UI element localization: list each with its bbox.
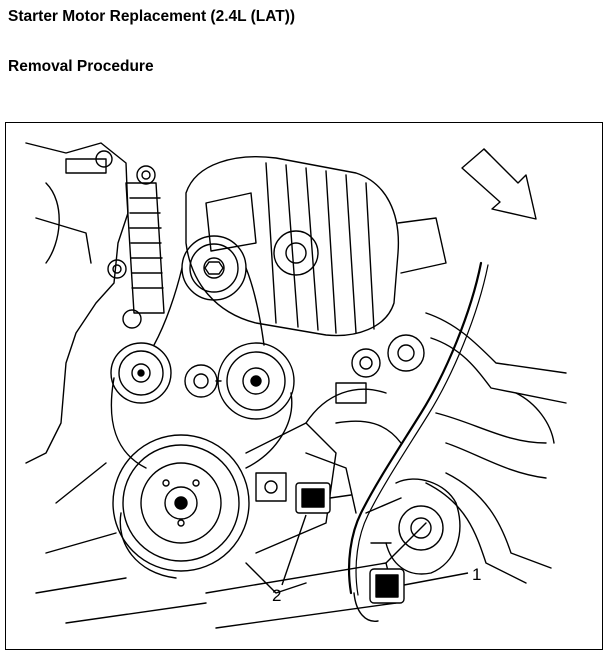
page-title: Starter Motor Replacement (2.4L (LAT)) [8, 8, 296, 25]
section-heading: Removal Procedure [8, 58, 154, 75]
callout-2-label: 2 [272, 586, 281, 605]
callout-1-leader [403, 572, 469, 586]
callout-2-leader [281, 514, 307, 586]
engine-illustration: 1 2 [5, 122, 603, 650]
front-direction-arrow-icon [461, 148, 537, 220]
engine-line-drawing: 1 2 [25, 142, 567, 629]
callout-1-label: 1 [472, 565, 481, 584]
